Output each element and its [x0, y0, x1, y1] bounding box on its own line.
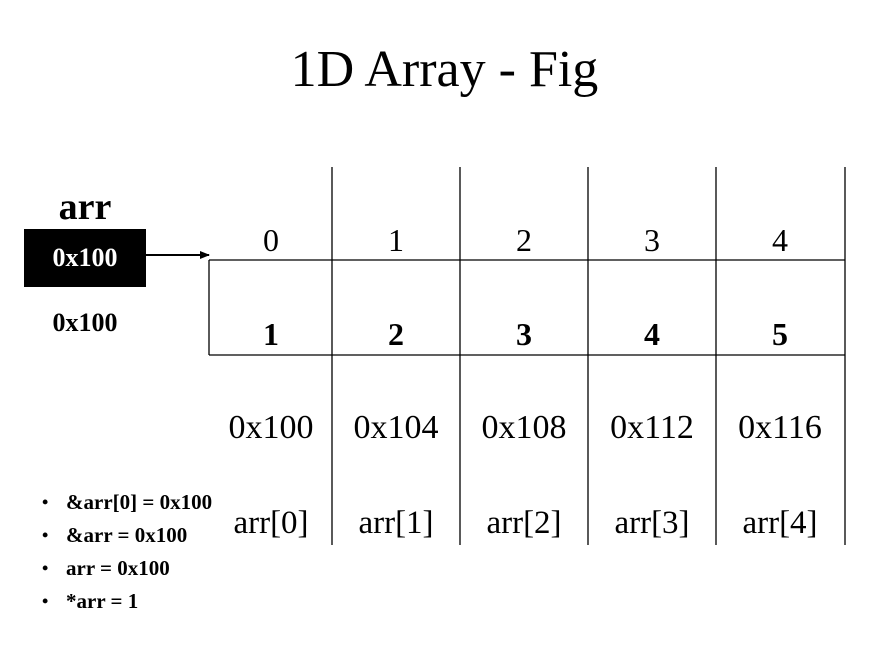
array-index: 1 [388, 222, 404, 258]
list-item: • &arr = 0x100 [40, 519, 212, 552]
bullet-icon: • [42, 591, 49, 611]
array-value: 3 [516, 316, 532, 352]
pointer-variable-name: arr [58, 186, 112, 228]
array-value: 5 [772, 316, 788, 352]
array-element-name: arr[4] [742, 505, 818, 541]
note-text: *arr = 1 [66, 589, 139, 613]
page-title: 1D Array - Fig [290, 41, 599, 98]
array-element-name: arr[2] [486, 505, 562, 541]
array-address: 0x104 [353, 409, 439, 446]
array-value: 4 [644, 316, 660, 352]
array-element-name: arr[1] [358, 505, 434, 541]
array-index: 2 [516, 222, 532, 258]
bullet-icon: • [42, 492, 49, 512]
note-text: &arr[0] = 0x100 [66, 490, 213, 514]
array-address: 0x112 [610, 409, 694, 446]
array-address: 0x100 [228, 409, 314, 446]
array-element-name: arr[3] [614, 505, 690, 541]
pointer-value-box: 0x100 [24, 229, 146, 287]
list-item: • arr = 0x100 [40, 552, 212, 585]
array-value: 1 [263, 316, 279, 352]
list-item: • &arr[0] = 0x100 [40, 486, 212, 519]
pointer-value: 0x100 [52, 243, 118, 272]
note-text: &arr = 0x100 [66, 523, 188, 547]
array-index: 4 [772, 222, 788, 258]
array-index: 0 [263, 222, 279, 258]
bullet-icon: • [42, 558, 49, 578]
notes-list: • &arr[0] = 0x100 • &arr = 0x100 • arr = 0x… [40, 486, 212, 618]
note-text: arr = 0x100 [66, 556, 170, 580]
array-element-name: arr[0] [233, 505, 309, 541]
bullet-icon: • [42, 525, 49, 545]
pointer-own-address: 0x100 [52, 308, 118, 337]
array-value: 2 [388, 316, 404, 352]
list-item: • *arr = 1 [40, 585, 212, 618]
array-address: 0x108 [481, 409, 567, 446]
array-index: 3 [644, 222, 660, 258]
array-address: 0x116 [738, 409, 822, 446]
